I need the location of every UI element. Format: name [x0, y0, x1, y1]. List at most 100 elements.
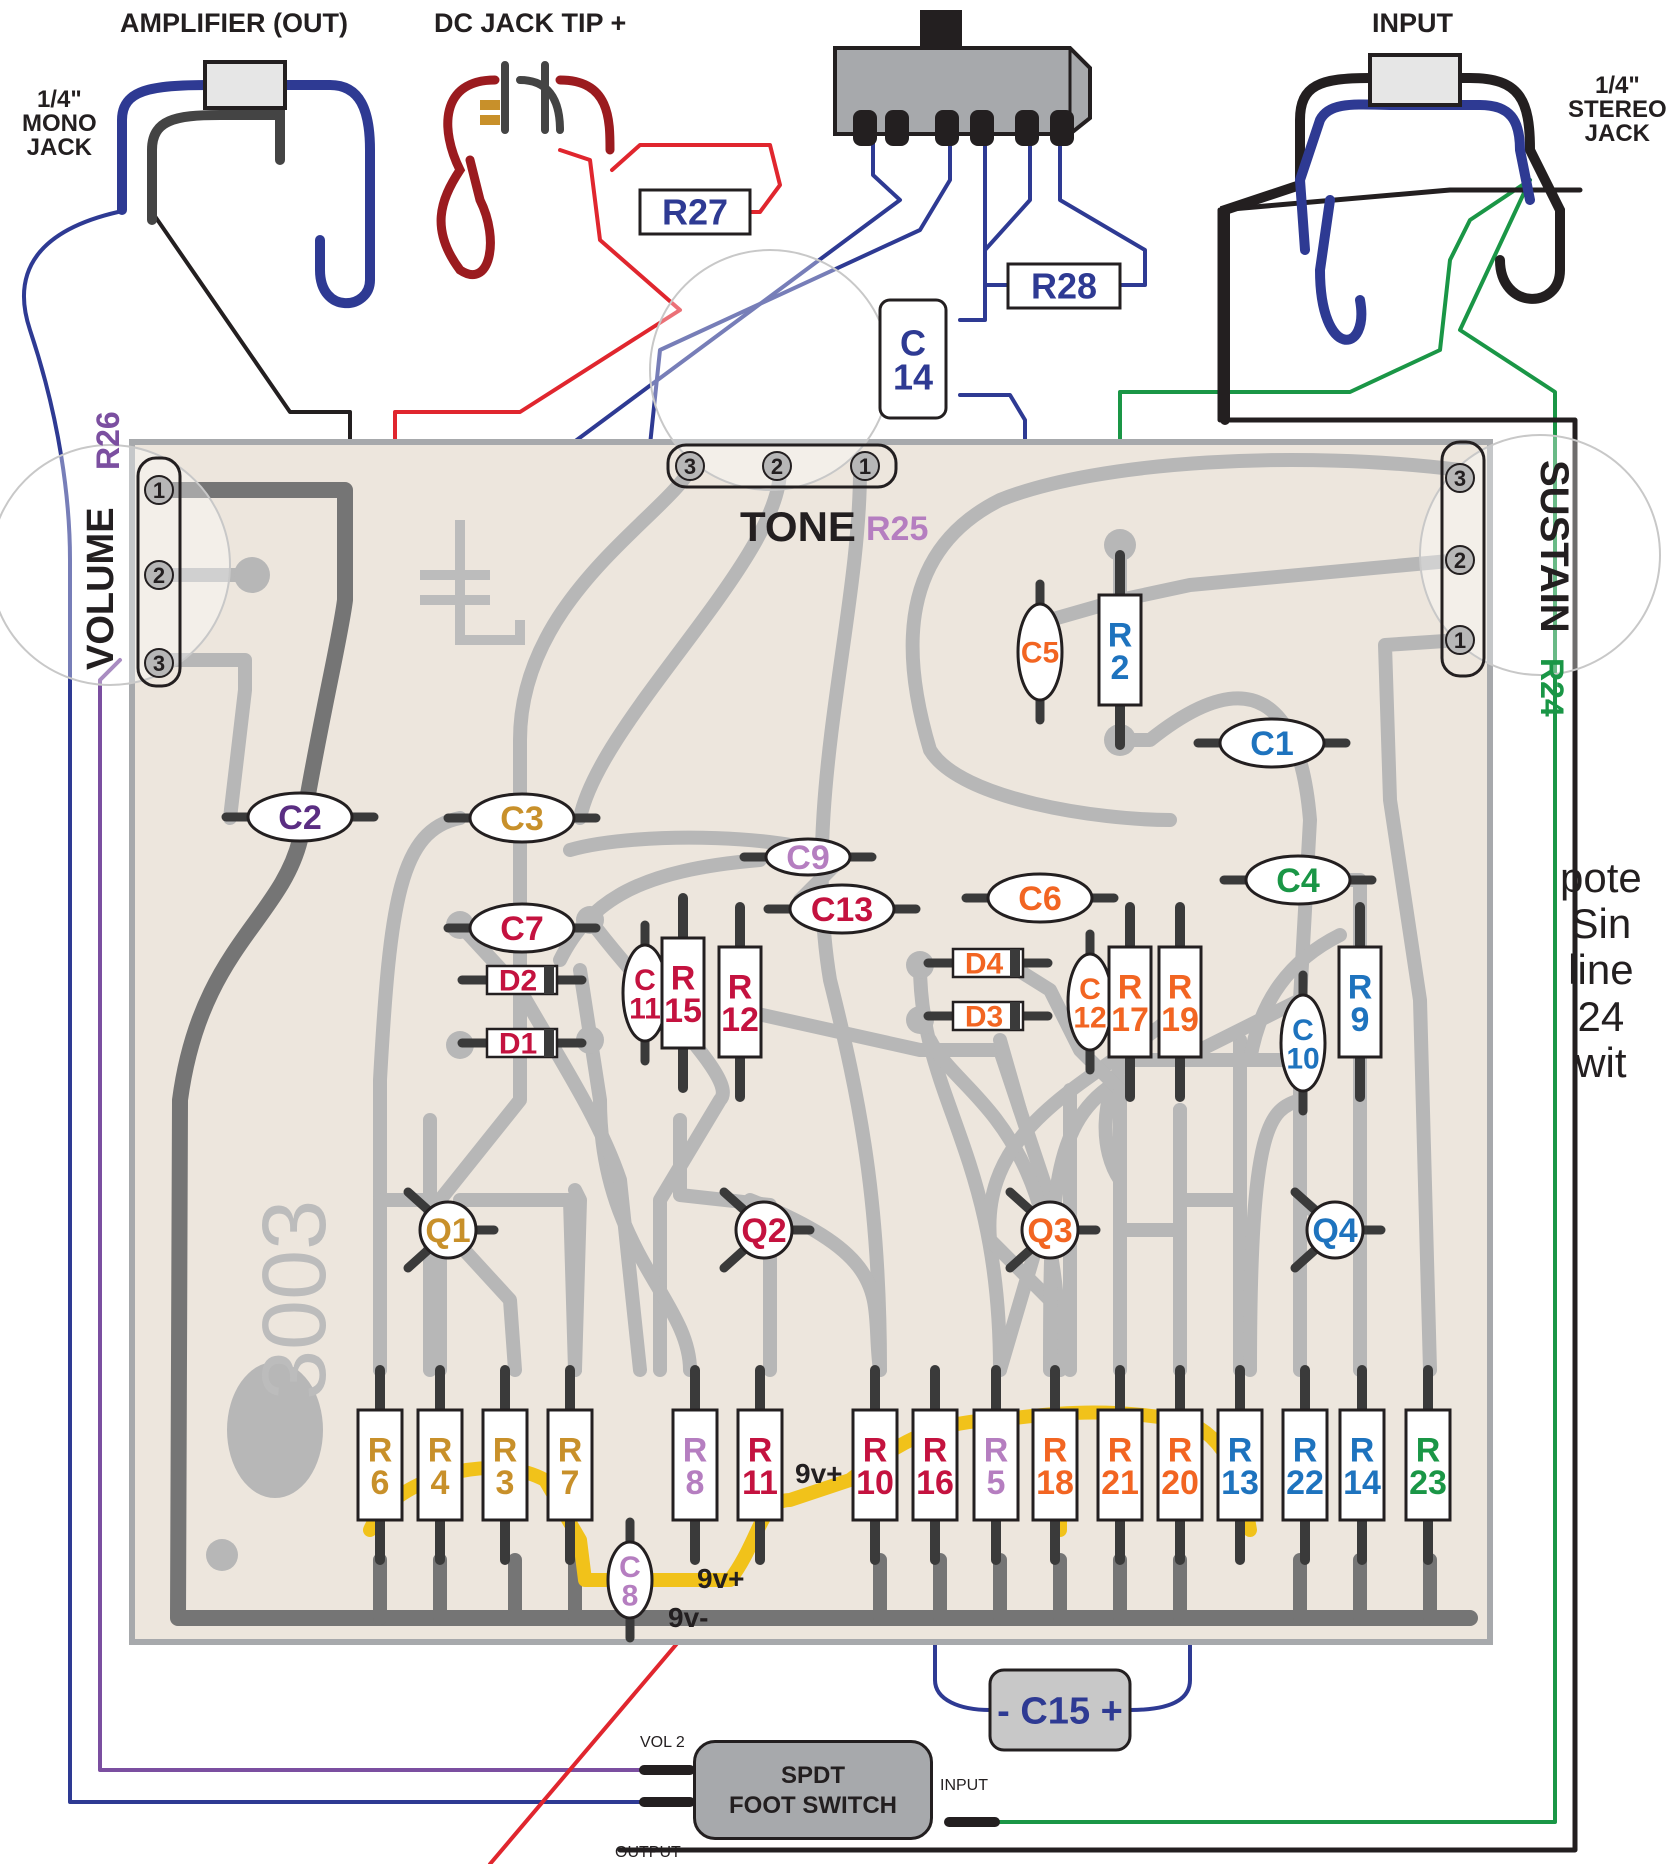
spdt-foot-switch[interactable]: SPDT FOOT SWITCH	[693, 1740, 933, 1840]
capacitor-c15[interactable]: - C15 +	[988, 1668, 1132, 1752]
wire-blue-sw1	[568, 138, 902, 447]
transistor-q1[interactable]: Q1	[403, 1187, 499, 1273]
v9-minus-label: 9v-	[668, 1602, 709, 1633]
mono-jack-label: 1/4" MONO JACK	[22, 86, 97, 161]
stereo-jack-label: 1/4" STEREO JACK	[1568, 72, 1667, 147]
capacitor-c1[interactable]: C1	[1193, 717, 1351, 769]
resistor-r28[interactable]: R28	[1006, 262, 1122, 310]
dc-jack	[436, 61, 615, 279]
capacitor-c5[interactable]: C5	[1016, 579, 1064, 725]
wire-green-input	[968, 178, 1557, 1824]
capacitor-c9[interactable]: C9	[739, 837, 877, 877]
sustain-pin-3: 3	[1454, 466, 1466, 491]
vol2-label: VOL 2	[640, 1734, 685, 1751]
wire-c15-right	[1128, 1638, 1192, 1712]
transistor-q4[interactable]: Q4	[1290, 1187, 1386, 1273]
tone-pin-3: 3	[684, 454, 696, 479]
wire-blue-r28b	[1058, 138, 1147, 287]
label-d3: D3	[965, 1001, 1003, 1034]
mounting-hole	[227, 1362, 323, 1498]
capacitor-c3[interactable]: C3	[443, 792, 601, 844]
label-c3: C3	[500, 800, 543, 838]
label-q2: Q2	[741, 1212, 786, 1250]
label-d2: D2	[499, 965, 537, 998]
sustain-pin-2: 2	[1454, 548, 1466, 573]
volume-pin-2: 2	[153, 563, 165, 588]
resistor-r27[interactable]: R27	[638, 188, 752, 236]
stereo-jack	[1220, 53, 1565, 425]
label-resistor-r27: R27	[662, 192, 728, 233]
capacitor-c7[interactable]: C7	[443, 902, 601, 954]
r26-label: R26	[90, 411, 126, 470]
label-c2: C2	[278, 799, 321, 837]
diode-d2[interactable]: D2	[457, 965, 587, 998]
transistor-q3[interactable]: Q3	[1005, 1187, 1101, 1273]
label-d4: D4	[965, 948, 1004, 981]
capacitor-c13[interactable]: C13	[763, 883, 921, 935]
slide-switch	[833, 10, 1092, 146]
r24-label: R24	[1534, 658, 1570, 717]
diode-d4[interactable]: D4	[923, 948, 1053, 981]
diode-d3[interactable]: D3	[923, 1001, 1053, 1034]
r25-label: R25	[866, 510, 929, 548]
wire-red-dc	[393, 148, 682, 447]
capacitor-c4[interactable]: C4	[1219, 854, 1377, 906]
sustain-label: SUSTAIN	[1532, 460, 1576, 633]
diode-d1[interactable]: D1	[457, 1028, 587, 1061]
label-c5: C5	[1021, 637, 1059, 670]
board-number: 3003	[245, 1199, 345, 1400]
transistor-q2[interactable]: Q2	[719, 1187, 815, 1273]
capacitor-c6[interactable]: C6	[961, 872, 1119, 924]
pot-pin-brackets	[136, 440, 1486, 688]
capacitor-c2[interactable]: C2	[221, 791, 379, 843]
wire-blue-r28a	[983, 138, 1032, 287]
tone-pin-1: 1	[859, 454, 871, 479]
wire-blue-sw2	[648, 138, 952, 447]
